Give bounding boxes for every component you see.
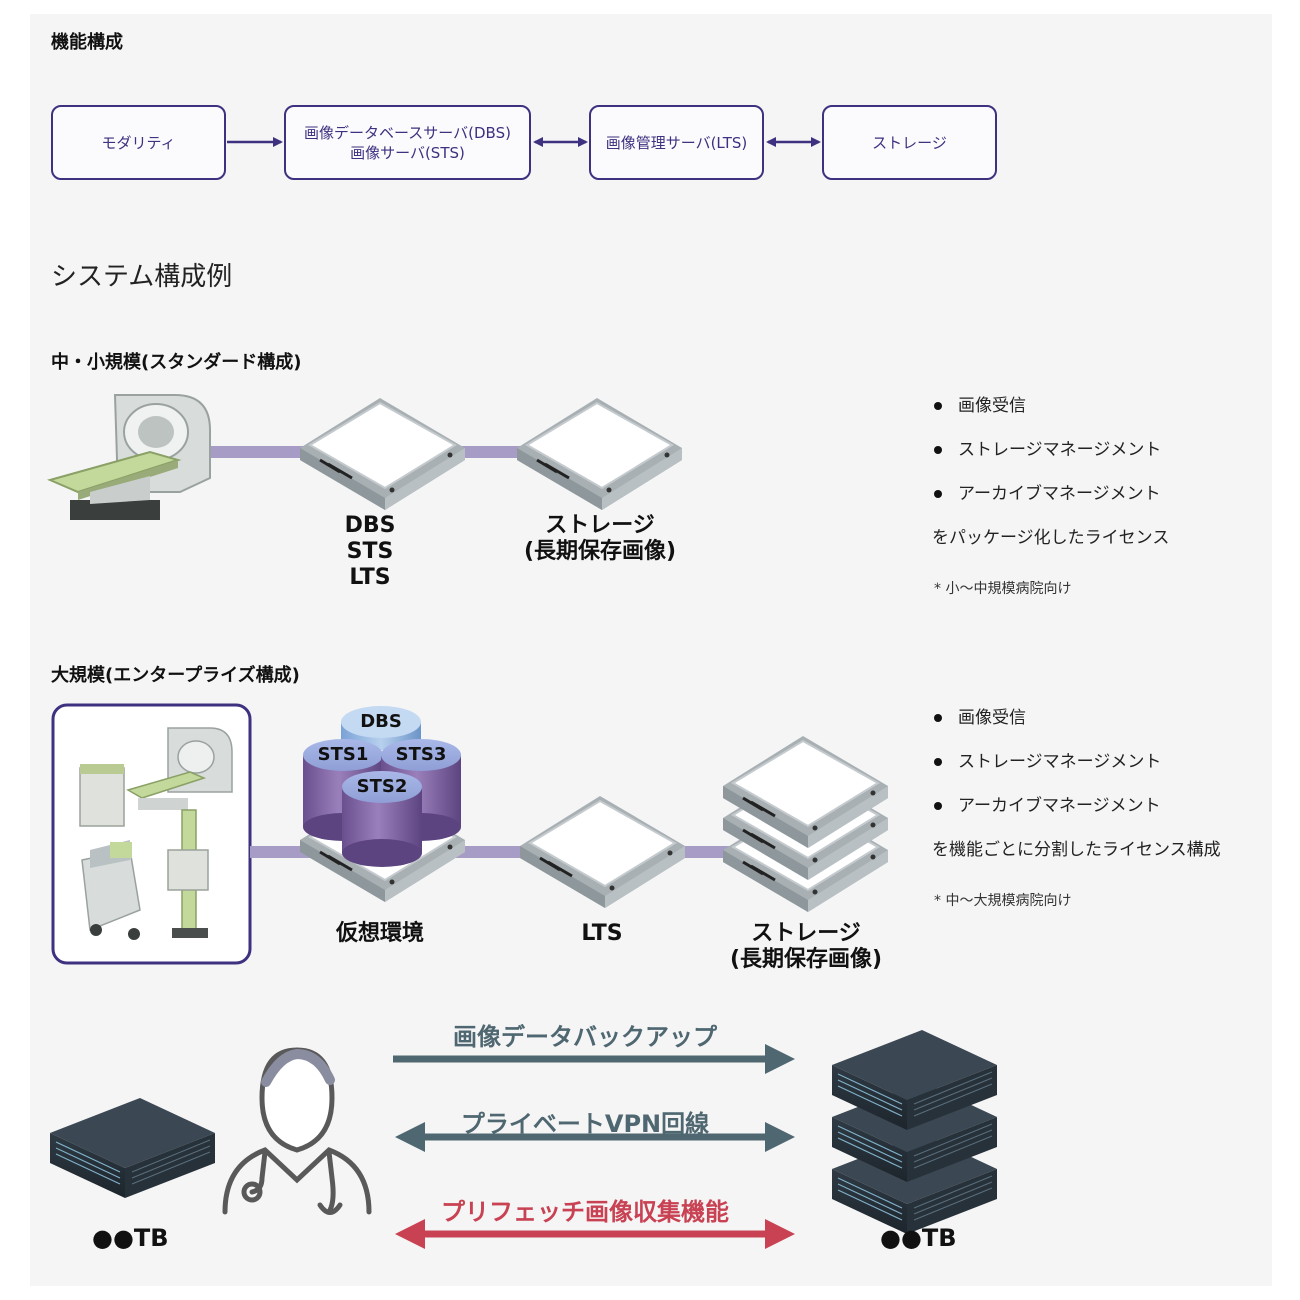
prefetch-label: プリフェッチ画像収集機能 (441, 1198, 729, 1226)
bullet-icon (934, 490, 942, 498)
small-server-label: DBS STS LTS (320, 513, 420, 591)
flow-box-storage: ストレージ (822, 105, 997, 180)
lts-label: LTS (581, 921, 623, 946)
small-note: * 小〜中規模病院向け (934, 581, 1072, 597)
flow-box-dbs-sts: 画像データベースサーバ(DBS) 画像サーバ(STS) (284, 105, 531, 180)
backup-arrow (393, 1044, 795, 1074)
local-rack-icon (49, 1097, 216, 1199)
large-note: * 中〜大規模病院向け (934, 893, 1072, 909)
flow-box-lts-label: 画像管理サーバ(LTS) (605, 133, 748, 152)
bullet-icon (934, 402, 942, 410)
local-capacity-label: ●●TB (92, 1224, 169, 1252)
section-title-system: システム構成例 (51, 262, 233, 292)
prefetch-arrow (395, 1219, 795, 1249)
section-title-function: 機能構成 (51, 32, 123, 53)
modality-devices-icon (79, 727, 233, 940)
small-storage-label-2: (長期保存画像) (523, 539, 677, 564)
vpn-label: プライベートVPN回線 (460, 1110, 710, 1138)
bullet-icon (934, 446, 942, 454)
flow-box-modality: モダリティ (51, 105, 226, 180)
small-server-label-lts: LTS (349, 565, 391, 590)
sts2-cylinder (342, 771, 422, 867)
small-storage-label: ストレージ (長期保存画像) (510, 513, 690, 565)
small-server-icon (298, 396, 467, 512)
large-feature-list: 画像受信 ストレージマネージメント アーカイブマネージメント を機能ごとに分割し… (932, 708, 1221, 910)
lts-server-icon (518, 794, 687, 910)
sts1-cylinder-label: STS1 (317, 744, 369, 765)
remote-capacity-label: ●●TB (880, 1224, 957, 1252)
bullet-icon (934, 758, 942, 766)
sts3-cylinder-label: STS3 (395, 744, 447, 765)
flow-box-modality-label: モダリティ (101, 133, 176, 152)
virtual-env-label: 仮想環境 (335, 921, 424, 946)
list-item: ストレージマネージメント (932, 440, 1169, 484)
content-panel (30, 14, 1272, 1286)
small-storage-icon (515, 396, 684, 512)
small-server-label-sts: STS (346, 539, 394, 564)
small-server-label-dbs: DBS (344, 513, 396, 538)
flow-box-sts-label: 画像サーバ(STS) (350, 143, 465, 162)
vpn-arrow (395, 1122, 795, 1152)
large-storage-label: ストレージ (長期保存画像) (716, 921, 896, 973)
doctor-icon (222, 1047, 372, 1215)
list-item: アーカイブマネージメント (932, 484, 1169, 528)
large-summary: を機能ごとに分割したライセンス構成 (932, 840, 1221, 860)
ct-scanner-icon (46, 394, 211, 520)
bullet-icon (934, 714, 942, 722)
list-item: アーカイブマネージメント (932, 796, 1221, 840)
sts2-cylinder-label: STS2 (356, 776, 408, 797)
small-feature-list: 画像受信 ストレージマネージメント アーカイブマネージメント をパッケージ化した… (932, 396, 1169, 598)
dbs-cylinder-label: DBS (360, 711, 402, 732)
flow-box-lts: 画像管理サーバ(LTS) (589, 105, 764, 180)
bullet-icon (934, 802, 942, 810)
list-item: 画像受信 (932, 708, 1221, 752)
backup-label: 画像データバックアップ (453, 1023, 717, 1051)
flow-box-storage-label: ストレージ (872, 133, 947, 152)
list-item: 画像受信 (932, 396, 1169, 440)
list-item: ストレージマネージメント (932, 752, 1221, 796)
small-config-title: 中・小規模(スタンダード構成) (51, 352, 302, 373)
small-summary: をパッケージ化したライセンス (932, 528, 1170, 548)
flow-box-dbs-label: 画像データベースサーバ(DBS) (304, 123, 511, 142)
large-storage-label-2: (長期保存画像) (729, 947, 883, 972)
large-config-title: 大規模(エンタープライズ構成) (51, 665, 300, 686)
large-storage-label-1: ストレージ (751, 921, 861, 946)
small-storage-label-1: ストレージ (545, 513, 655, 538)
